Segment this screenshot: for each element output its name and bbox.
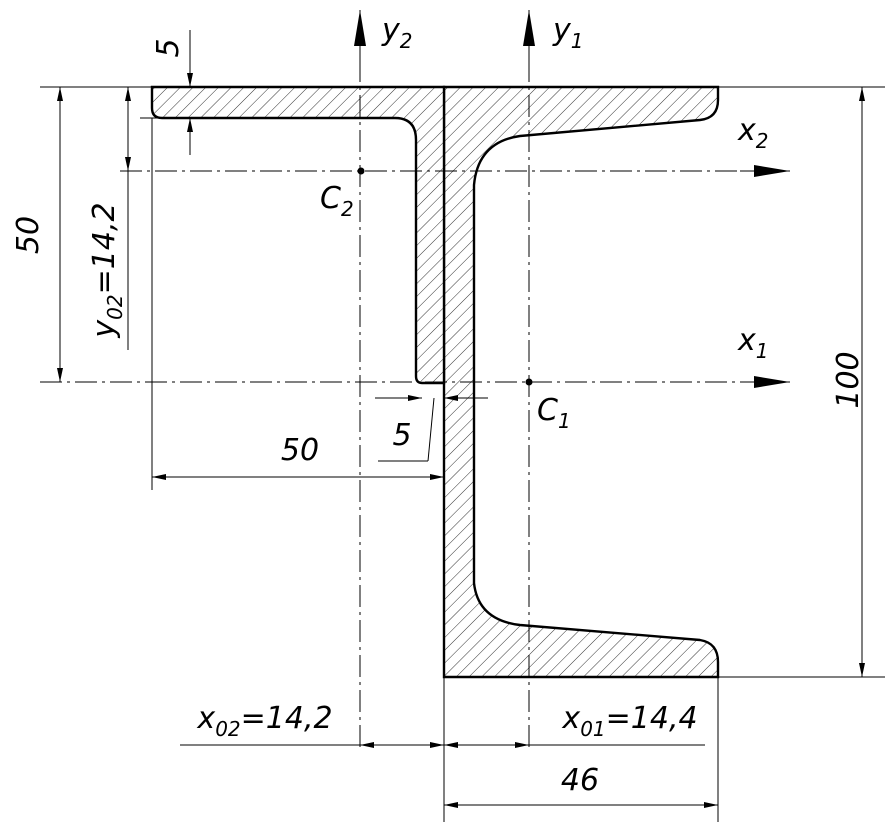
- y02-value: y02=14,2: [87, 202, 127, 338]
- y02-dimension: y02=14,2: [87, 87, 131, 350]
- channel-width-dimension: 46: [444, 677, 719, 822]
- channel-height-dimension: 100: [718, 86, 885, 678]
- c1-point: [525, 378, 533, 386]
- y1-axis-label: y1: [552, 13, 584, 53]
- x02-dimension: x02=14,2: [180, 701, 444, 748]
- y2-axis-label: y2: [381, 13, 413, 53]
- c2-point: [357, 167, 365, 175]
- angle-section: [150, 85, 446, 385]
- angle-width-dimension: 50: [151, 118, 444, 490]
- x02-value: x02=14,2: [196, 701, 332, 741]
- channel-width-value: 46: [561, 763, 599, 798]
- x1-axis-label: x1: [737, 323, 769, 363]
- flange-thickness-value: 5: [151, 38, 186, 57]
- flange-thickness-dimension: 5: [140, 30, 200, 155]
- web-thickness-dimension: 5: [375, 395, 488, 462]
- channel-height-value: 100: [831, 351, 866, 408]
- c2-label: C2: [320, 181, 354, 221]
- angle-height-dimension: 50: [11, 86, 152, 382]
- angle-width-value: 50: [281, 433, 319, 468]
- web-thickness-value: 5: [392, 418, 411, 453]
- c1-label: C1: [537, 393, 571, 433]
- channel-section: [442, 85, 720, 679]
- x2-axis-label: x2: [737, 113, 769, 153]
- angle-height-value: 50: [11, 216, 46, 254]
- x01-dimension: x01=14,4: [443, 677, 705, 822]
- x01-value: x01=14,4: [561, 701, 697, 741]
